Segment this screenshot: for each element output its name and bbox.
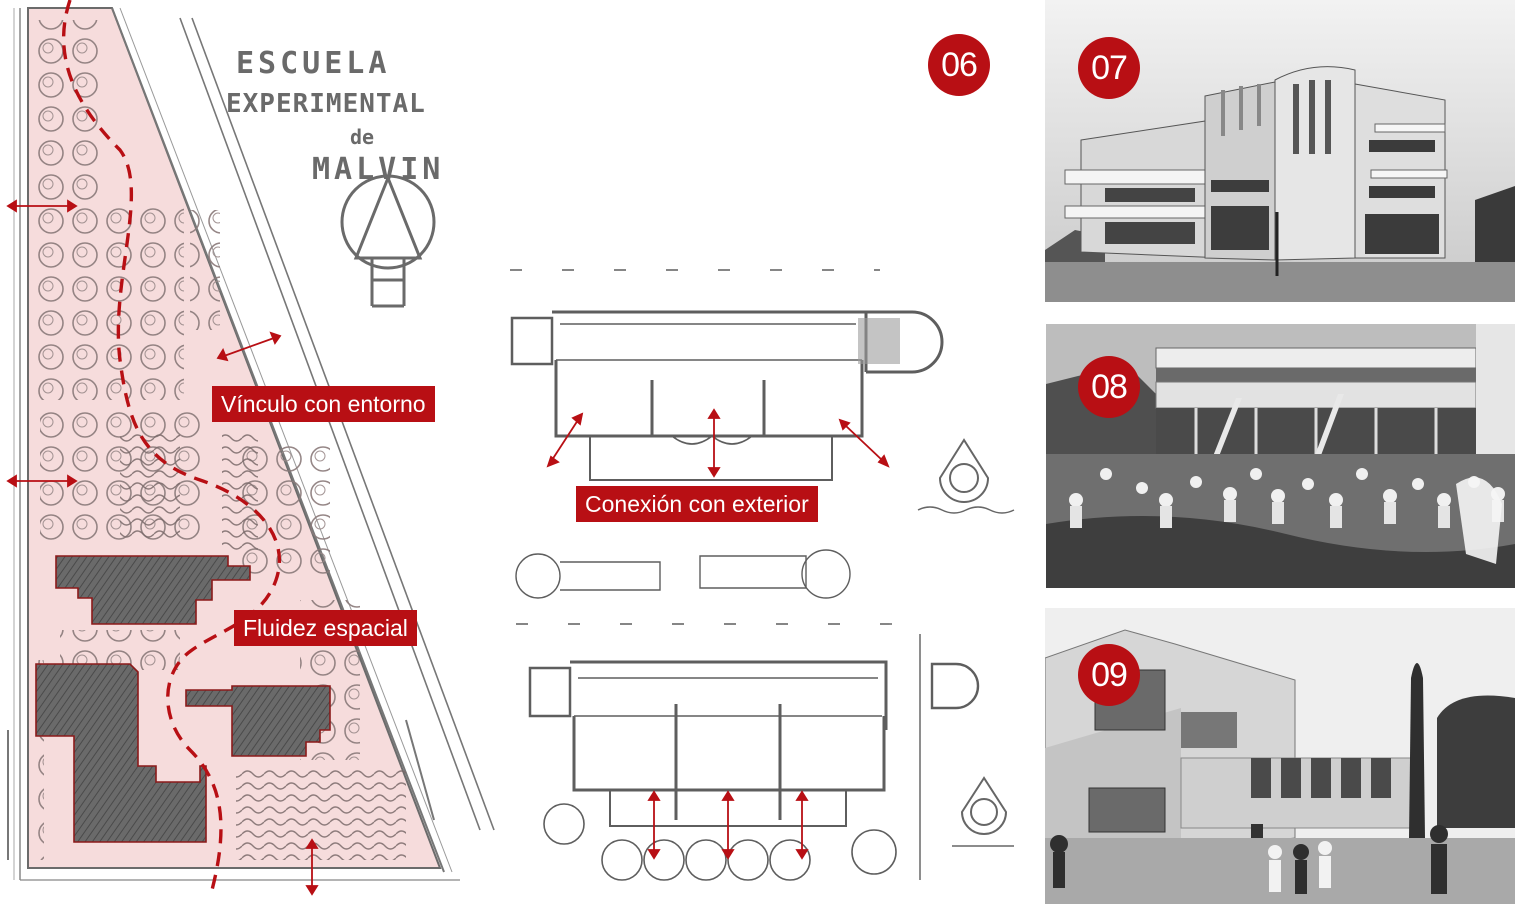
site-logo [340, 173, 436, 308]
environment-arrows [6, 199, 319, 896]
site-plan-title: ESCUELA EXPERIMENTAL de MALVIN [226, 44, 486, 190]
floor-plan-top [510, 269, 944, 481]
photo-courtyard-facade [1045, 608, 1515, 904]
label-conexion-con-exterior: Conexión con exterior [576, 486, 818, 522]
exterior-arrows-bottom [647, 790, 809, 860]
circulation-path [61, 0, 282, 891]
label-fluidez-espacial: Fluidez espacial [234, 610, 417, 646]
plan-logo-bottom [952, 776, 1014, 847]
badge-07: 07 [1078, 37, 1140, 99]
building-block-top [55, 555, 251, 625]
title-line-2: EXPERIMENTAL [226, 89, 426, 119]
building-block-middle [185, 685, 331, 757]
building-block-bottom [35, 663, 207, 843]
title-line-3: de [350, 125, 375, 149]
exterior-arrows-top [546, 408, 890, 478]
badge-08: 08 [1078, 356, 1140, 418]
title-line-1: ESCUELA [236, 46, 391, 81]
floor-plan-bottom [515, 549, 980, 881]
title-line-4: MALVIN [312, 152, 445, 187]
plan-logo-top [917, 438, 1015, 514]
label-vinculo-con-entorno: Vínculo con entorno [212, 386, 435, 422]
field-hatch [120, 430, 406, 860]
badge-09: 09 [1078, 644, 1140, 706]
badge-06: 06 [928, 34, 990, 96]
